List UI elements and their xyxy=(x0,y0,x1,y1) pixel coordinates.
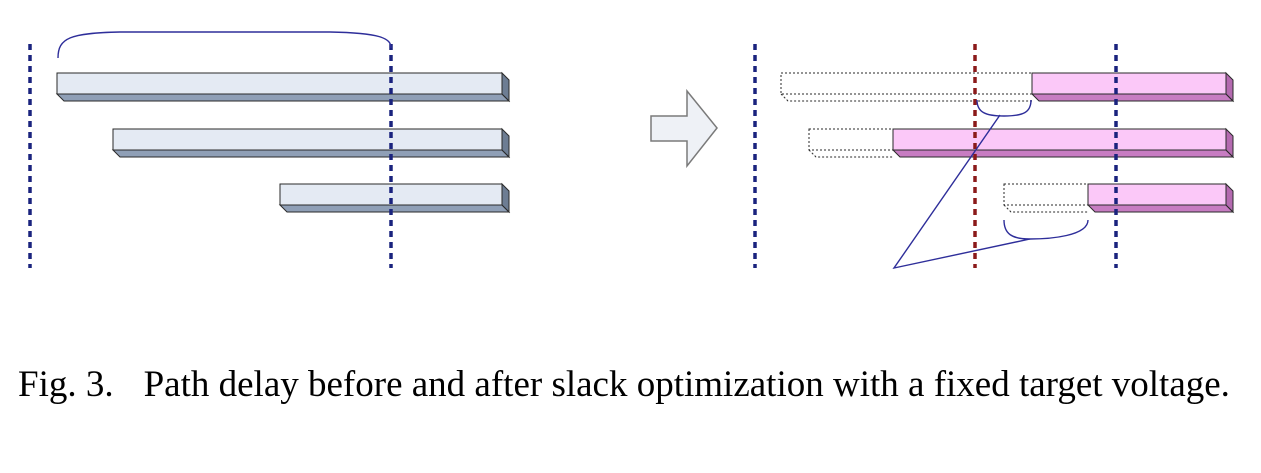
figure-caption: Fig. 3. Path delay before and after slack… xyxy=(18,362,1230,408)
slack-bracket-lower xyxy=(1003,219,1089,240)
ghost-path-bar-1 xyxy=(780,72,1033,102)
transition-arrow-icon xyxy=(650,88,718,169)
caption-label: Fig. 3. xyxy=(18,364,114,405)
slack-callout-lines xyxy=(892,114,1031,270)
slack-bracket-upper xyxy=(976,99,1032,117)
caption-text: Path delay before and after slack optimi… xyxy=(143,364,1230,405)
optimized-path-bar-1 xyxy=(1030,71,1235,103)
path-bar-before-2 xyxy=(111,127,511,159)
optimized-path-bar-3 xyxy=(1086,182,1235,214)
path-bar-before-3 xyxy=(278,182,511,214)
critical-path-bracket xyxy=(57,31,392,59)
after-panel xyxy=(753,44,1235,270)
ghost-path-bar-3 xyxy=(1003,183,1089,213)
path-delay-diagram xyxy=(28,31,1235,270)
path-bar-before-1 xyxy=(55,71,511,103)
optimized-path-bar-2 xyxy=(891,127,1235,159)
ghost-path-bar-2 xyxy=(808,128,894,158)
before-panel xyxy=(28,31,511,268)
